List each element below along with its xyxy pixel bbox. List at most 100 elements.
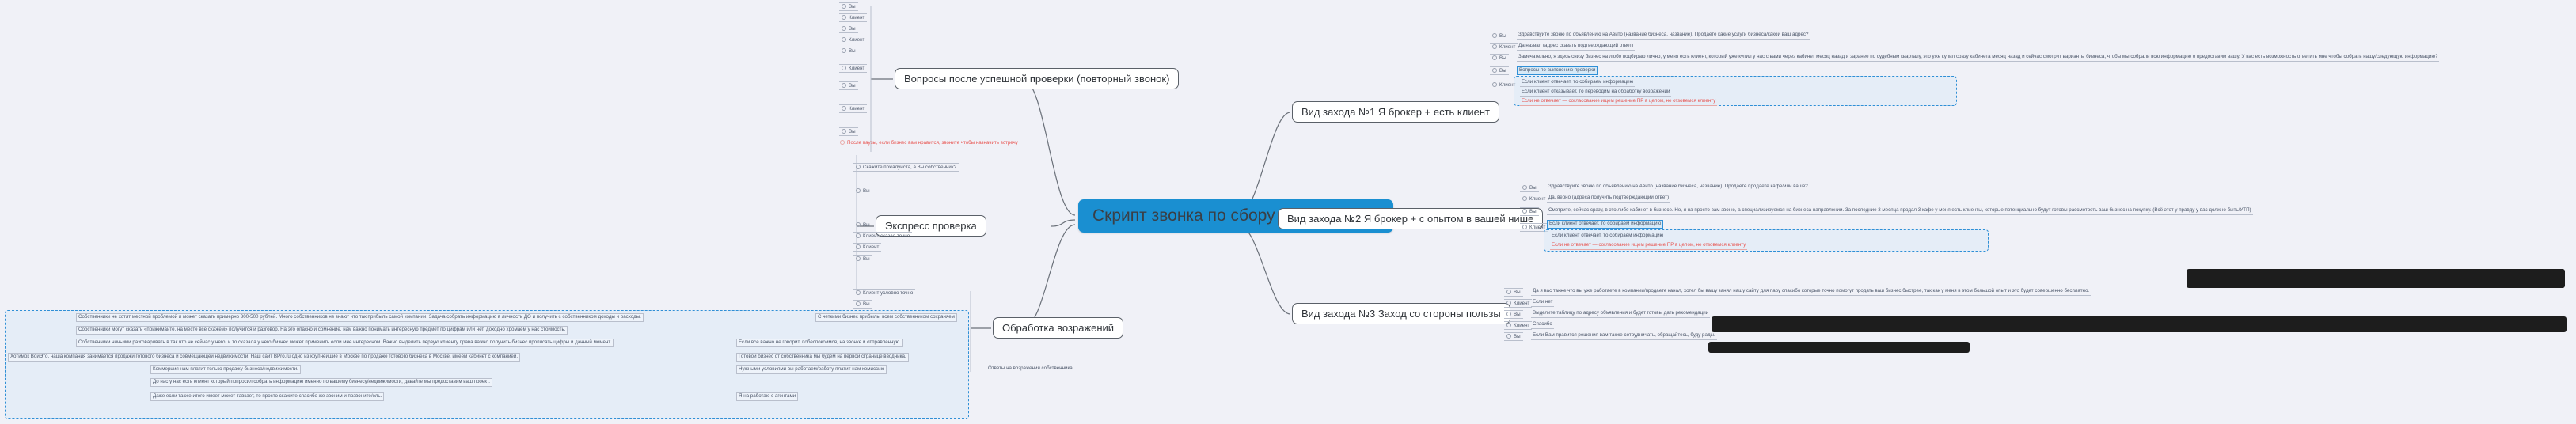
list-item[interactable]: Если клиент отвечает, то собираем информ… xyxy=(1550,233,1666,240)
list-item[interactable]: Здравствуйте звоню по объявлению на Авит… xyxy=(1517,32,1810,40)
branch-entry-3[interactable]: Вид захода №3 Заход со стороны пользы xyxy=(1292,303,1510,324)
list-item[interactable]: Даже если также итого имеет может тавкае… xyxy=(150,392,385,401)
list-item-tail[interactable]: Если все важно не говорит, побеспокоимся… xyxy=(736,339,903,347)
speaker-chip: Вы xyxy=(853,187,872,195)
speaker-chip: Вы xyxy=(1520,207,1539,216)
list-item-highlight[interactable]: Если не отвечает — согласование ищем реш… xyxy=(1550,242,1748,250)
speaker-label: Клиент условно точно xyxy=(863,290,914,296)
list-item[interactable]: Да я вас также что вы уже работаете в ко… xyxy=(1531,288,2092,296)
speaker-chip: Вы xyxy=(839,47,858,55)
list-item[interactable]: Если нет xyxy=(1531,299,1555,307)
entry-2-highlight-region xyxy=(1544,229,1989,252)
speaker-label: Вы xyxy=(849,129,856,134)
list-item[interactable]: Собственники не хотят местной проблемой … xyxy=(76,313,644,322)
speaker-label: Вы xyxy=(849,83,856,89)
speaker-label: Клиент xyxy=(1514,323,1530,328)
speaker-chip: Вы xyxy=(853,255,872,263)
speaker-label: Клиент xyxy=(849,37,865,43)
speaker-label: Вы xyxy=(1499,55,1506,61)
list-item-highlight[interactable]: Если клиент отвечает, то собираем информ… xyxy=(1547,220,1664,229)
speaker-chip: Вы xyxy=(1504,288,1523,297)
list-item[interactable]: Если Вам правится решения вам также сотр… xyxy=(1531,332,1717,340)
speaker-chip: Клиент xyxy=(1520,195,1548,203)
redacted-bar xyxy=(1708,342,1970,353)
speaker-chip: Вы xyxy=(1490,66,1509,75)
speaker-chip: Клиент xyxy=(1504,321,1533,330)
speaker-chip: Клиент xyxy=(1504,299,1533,308)
speaker-chip: Вы xyxy=(839,127,858,136)
speaker-label: Вы xyxy=(1529,209,1537,214)
speaker-label: Вы xyxy=(863,222,870,228)
list-item[interactable]: Хотимок ВойЭто, наша компания занимается… xyxy=(8,353,521,362)
list-item[interactable]: Собственники ничьими разговаривать в так… xyxy=(76,339,614,347)
list-item[interactable]: Замечательно, я здесь снизу бизнес на лю… xyxy=(1517,54,2440,62)
speaker-chip: Клиент условно точно xyxy=(853,289,916,297)
speaker-label: Клиент xyxy=(1499,82,1516,88)
objections-footer-note[interactable]: Ответы на возражения собственника xyxy=(986,365,1074,373)
list-item[interactable]: Смотрите, сейчас сразу, в это либо кабин… xyxy=(1547,207,2253,215)
entry-1-highlight-region xyxy=(1514,76,1957,106)
speaker-chip: Вы xyxy=(1504,332,1523,341)
speaker-label: Вы xyxy=(863,188,870,194)
speaker-chip: Клиент xyxy=(839,104,868,113)
speaker-chip: Вы xyxy=(1520,184,1539,192)
speaker-chip: Клиент xyxy=(1520,223,1548,232)
list-item-tail[interactable]: С четкими бизнес прибыль, всем собственн… xyxy=(815,313,957,322)
speaker-label: Вы xyxy=(863,256,870,262)
speaker-chip: Клиент xyxy=(839,36,868,44)
branch-express-check[interactable]: Экспресс проверка xyxy=(876,215,986,237)
speaker-label: Скажите пожалуйста, а Вы собственник? xyxy=(863,165,957,170)
speaker-label: Вы xyxy=(1499,33,1506,39)
branch-entry-2[interactable]: Вид захода №2 Я брокер + с опытом в ваше… xyxy=(1278,208,1544,229)
speaker-label: Вы xyxy=(1499,68,1506,74)
list-item[interactable]: Спасибо xyxy=(1531,321,1554,329)
redacted-bar xyxy=(1712,316,2567,332)
list-item[interactable]: Да назвал (адрес сказать подтверждающий … xyxy=(1517,43,1636,51)
list-item[interactable]: Коммерция нам платит только продажу бизн… xyxy=(150,365,301,374)
list-item[interactable]: Собственники могут сказать «прижимайте, … xyxy=(76,326,568,335)
speaker-label: Клиент xyxy=(863,244,880,250)
branch-repeat-call[interactable]: Вопросы после успешной проверки (повторн… xyxy=(895,68,1180,89)
speaker-label: Клиент xyxy=(849,15,865,21)
speaker-label: Клиент xyxy=(849,66,865,71)
list-item-highlight-right[interactable]: После паузы, если бизнес вам нравится, з… xyxy=(838,139,1020,146)
speaker-chip: Скажите пожалуйста, а Вы собственник? xyxy=(853,163,959,172)
speaker-label: Клиент xyxy=(1529,196,1546,202)
list-item[interactable]: Да, верно (адреса получить подтверждающи… xyxy=(1547,195,1671,203)
speaker-label: Вы xyxy=(849,26,856,32)
speaker-label: Клиент xyxy=(849,106,865,112)
list-item-tail[interactable]: Готовой бизнес от собственника мы будем … xyxy=(736,353,909,362)
branch-objections[interactable]: Обработка возражений xyxy=(993,317,1124,339)
speaker-chip: Вы xyxy=(839,2,858,11)
speaker-label: Клиент xyxy=(1514,301,1530,306)
list-item[interactable]: Выделите таблицу по адресу объявления и … xyxy=(1531,310,1711,318)
speaker-chip: Вы xyxy=(1490,32,1509,40)
list-item-tail[interactable]: Нужными условиями вы работаем/работу пла… xyxy=(736,365,887,374)
list-item-highlight[interactable]: Вопросы по выяснению проверки xyxy=(1517,66,1598,75)
branch-entry-1[interactable]: Вид захода №1 Я брокер + есть клиент xyxy=(1292,101,1499,123)
speaker-label: Вы xyxy=(849,48,856,54)
speaker-chip: Вы xyxy=(839,81,858,90)
speaker-chip: Клиент xyxy=(839,13,868,22)
speaker-label: Клиент xyxy=(1529,225,1546,230)
speaker-chip: Клиент xyxy=(853,243,882,252)
list-item[interactable]: Если клиент отвечает, то собираем информ… xyxy=(1520,79,1636,87)
list-item-highlight[interactable]: Если не отвечает — согласование ищем реш… xyxy=(1520,98,1718,106)
speaker-label: Клиент xyxy=(1499,44,1516,50)
speaker-label: Вы xyxy=(849,4,856,9)
list-item[interactable]: Здравствуйте звоню по объявлению на Авит… xyxy=(1547,184,1810,191)
objections-highlight-region xyxy=(5,310,969,419)
speaker-label: Вы xyxy=(1529,185,1537,191)
speaker-chip: Вы xyxy=(1504,310,1523,319)
speaker-label: Вы xyxy=(1514,312,1521,317)
list-item-tail[interactable]: Я на работаю с агентами xyxy=(736,392,799,401)
speaker-label: Вы xyxy=(863,301,870,307)
speaker-chip: Вы xyxy=(839,25,858,33)
speaker-chip: Клиент сказал точно xyxy=(853,232,913,240)
speaker-chip: Вы xyxy=(1490,54,1509,62)
speaker-chip: Клиент xyxy=(839,64,868,73)
list-item[interactable]: До нас у нас есть клиент который попроси… xyxy=(150,378,492,387)
list-item[interactable]: Если клиент отказывает, то переводим на … xyxy=(1520,89,1672,97)
speaker-chip: Клиент xyxy=(1490,81,1518,89)
